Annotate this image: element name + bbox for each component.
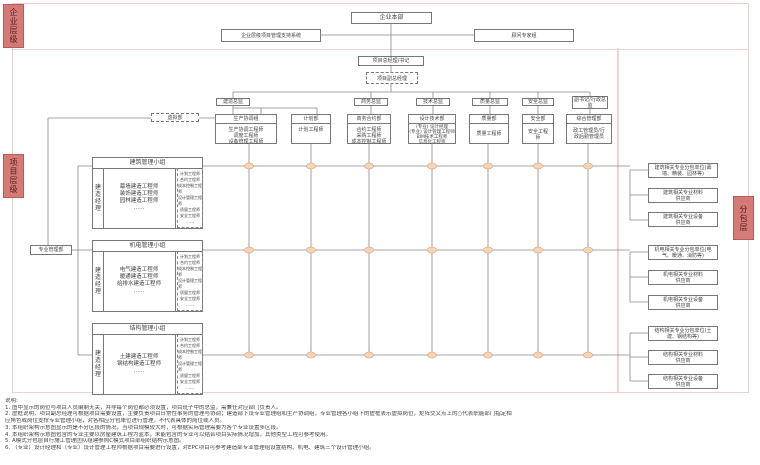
headquarters-box: 企业本部 (351, 12, 432, 24)
matrix-node (306, 351, 316, 359)
sub-arch-contractor: 建筑相关专业分包单位(幕墙、精装、园林等) (648, 163, 718, 178)
virtual-dept-box: 虚拟部 (151, 113, 199, 122)
dept-safety: 安全部 安全工程师 (522, 114, 554, 144)
matrix-node (583, 162, 593, 170)
group-architecture: 建筑管理小组 建造经理 幕墙建造工程师装饰建造工程师园林建造工程师…… 计划工程… (92, 157, 203, 229)
director-technical: 技术总监 (416, 98, 450, 106)
matrix-node (483, 246, 493, 254)
note-item: 1. 图中显示的岗位与项目人员编制无关，并非每个岗位都必须设置，项目班子中的总监… (5, 404, 282, 411)
matrix-node (364, 162, 374, 170)
matrix-node (533, 246, 543, 254)
matrix-node (533, 351, 543, 359)
director-admin: 副书记/行政总监 (572, 96, 608, 109)
dept-production: 生产协调组 生产协调工程师调度工程师设备管理工程师 (215, 114, 277, 145)
note-item: 2. 虚框说明，项目副总经理可根据项目需要设置，主要负责项目日常性事务的管理与协… (5, 411, 512, 418)
subcontract-band-label: 分包层 (733, 196, 754, 240)
project-band-label: 项目层级 (3, 154, 24, 198)
matrix-node (583, 246, 593, 254)
director-commercial: 商务总监 (354, 98, 388, 106)
sub-mep-contractor: 机电相关专业分包单位(电气、暖通、消防等) (648, 245, 718, 260)
note-item: 3. 本组织架构示意图显示的是不分区段的情况，当项目规模较大时，可根据实际管理需… (5, 424, 282, 431)
enterprise-band-label: 企业层级 (3, 4, 24, 48)
matrix-node (427, 162, 437, 170)
matrix-node (364, 351, 374, 359)
sub-mep-equipment: 机电相关专业设备供应商 (648, 295, 718, 310)
matrix-node (364, 246, 374, 254)
support-system-box: 企业层级项目管理支持系统 (221, 29, 321, 42)
matrix-node (306, 162, 316, 170)
group-structure: 结构管理小组 建造经理 土建建造工程师钢结构建造工程师…… 计划工程师合约工程师… (92, 323, 203, 395)
dept-admin: 综合管理部 政工管理员/行政后勤管理员 (566, 114, 612, 144)
matrix-node (483, 162, 493, 170)
director-construction: 建造总监 (216, 98, 250, 106)
deputy-gm-box: 项目副总经理 (366, 72, 418, 84)
note-item: 应角色或岗位支撑专业管理小组，对各相应分包单位进行管理，不代表具体的岗位或人员。 (5, 418, 226, 425)
matrix-node (244, 246, 254, 254)
sub-struct-contractor: 结构相关专业分包单位(土建、钢结构等) (648, 326, 718, 341)
matrix-node (244, 351, 254, 359)
note-item: 5. A模式分包层自行施工管理团队组建参照C模式项目部组织结构示意图。 (5, 438, 185, 445)
consultant-box: 顾问专家组 (474, 29, 574, 42)
notes-title: 说明: (5, 398, 18, 404)
matrix-node (583, 351, 593, 359)
director-quality: 质量总监 (472, 98, 508, 106)
notes-section: 说明: 1. 图中显示的岗位与项目人员编制无关，并非每个岗位都必须设置，项目班子… (5, 398, 745, 452)
project-gm-box: 项目总经理/书记 (358, 56, 424, 66)
sub-arch-material: 建筑相关专业材料供应商 (648, 188, 718, 203)
sub-mep-material: 机电相关专业材料供应商 (648, 270, 718, 285)
sub-struct-material: 结构相关专业材料供应商 (648, 350, 718, 365)
dept-commercial: 商务合约部 合约工程师采购工程师成本控制工程师 (347, 114, 391, 145)
director-safety: 安全总监 (522, 98, 554, 106)
specialty-manager-box: 专业管理部 (30, 245, 72, 255)
matrix-node (427, 351, 437, 359)
matrix-node (533, 162, 543, 170)
matrix-node (306, 246, 316, 254)
note-item: 4. 本组织架构示意图包含的专业主要以房屋建筑工程为蓝本，未能包含的专业可以结合… (5, 431, 332, 438)
dept-planning: 计划部 计划工程师 (291, 114, 331, 144)
matrix-node (244, 162, 254, 170)
project-band (12, 48, 619, 393)
dept-quality: 质量部 质量工程师 (469, 114, 509, 144)
sub-arch-equipment: 建筑相关专业设备供应商 (648, 212, 718, 227)
matrix-node (483, 351, 493, 359)
sub-struct-equipment: 结构相关专业设备供应商 (648, 374, 718, 389)
matrix-node (427, 246, 437, 254)
group-mep: 机电管理小组 建造经理 电气建造工程师暖通建造工程师给排水建造工程师…… 计划工… (92, 240, 203, 312)
note-item: 6. （专业）设计经理和（专业）设计管理工程师根据项目需要进行设置，对EPC项目… (5, 444, 375, 451)
